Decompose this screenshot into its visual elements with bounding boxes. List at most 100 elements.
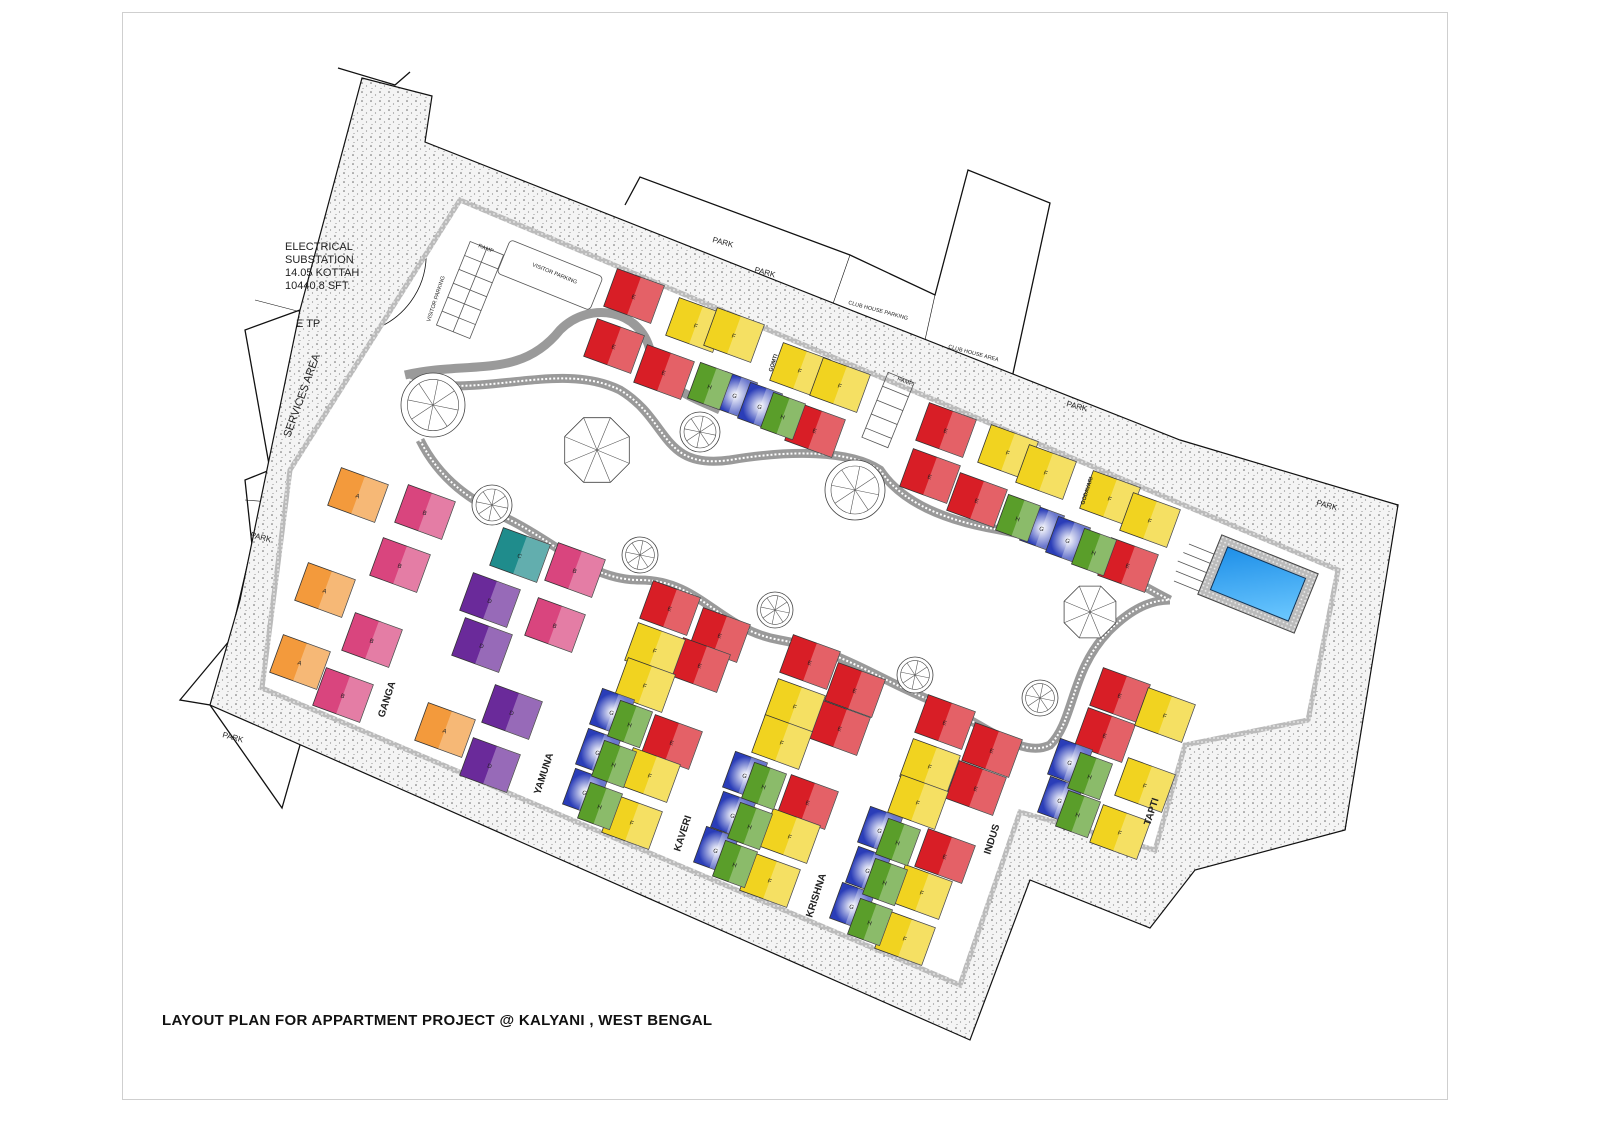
building-shading [625,803,663,850]
building-footprint [779,634,841,690]
building-shading [657,353,695,400]
unit-type-label: E [806,660,812,667]
swimming-pool [1197,534,1319,634]
unit-type-label: H [731,862,737,869]
building-unit-e: E [639,580,701,636]
unit-type-label: E [696,663,702,670]
block-indus: INDUS [982,823,1002,856]
building-shading [548,606,586,653]
unit-type-label: E [1101,733,1107,740]
building-footprint [875,817,921,867]
building-footprint [687,361,733,411]
building-footprint [1071,527,1117,577]
building-footprint [269,634,331,690]
unit-type-label: B [571,568,577,575]
building-footprint [712,839,758,889]
building-unit-b: B [544,542,606,598]
building-shading [801,783,839,830]
unit-type-label: F [902,936,908,943]
building-shading [483,581,521,628]
building-footprint [751,714,813,770]
unit-type-label: F [731,333,737,340]
building-unit-c: C [489,527,551,583]
building-unit-d: D [459,737,521,793]
unit-type-label: G [594,750,601,757]
unit-type-label: H [626,722,632,729]
unit-type-label: A [354,493,360,500]
gazebo-icon [471,484,513,526]
park-label: PARK [711,235,734,249]
building-unit-h: H [591,739,637,789]
building-footprint [481,684,543,740]
unit-type-label: B [421,510,427,517]
building-footprint [294,562,356,618]
building-footprint [847,897,893,947]
building-shading [638,666,676,713]
building-shading [938,837,976,884]
building-unit-h: H [741,761,787,811]
building-footprint [703,307,765,363]
building-unit-h: H [1067,751,1113,801]
building-footprint [1089,804,1151,860]
unit-type-label: H [746,824,752,831]
unit-type-label: H [1074,812,1080,819]
building-shading [365,621,403,668]
building-unit-a: A [414,702,476,758]
unit-type-label: F [797,368,803,375]
unit-type-label: C [516,553,523,560]
building-unit-a: A [327,467,389,523]
building-footprint [369,537,431,593]
building-shading [1138,766,1176,813]
building-unit-h: H [687,361,733,411]
unit-type-label: F [1162,713,1168,720]
unit-type-label: F [837,383,843,390]
building-footprint [727,801,773,851]
unit-type-label: E [836,726,842,733]
building-shading [513,536,551,583]
park-label: PARK [221,730,244,744]
drawing-frame [122,12,1448,1100]
building-unit-e: E [633,344,695,400]
building-footprint [760,391,806,441]
building-shading [293,643,331,690]
unit-type-label: H [610,762,616,769]
unit-type-label: F [767,878,773,885]
building-shading [1087,534,1117,576]
gazebo-icon [679,411,721,453]
building-unit-a: A [269,634,331,690]
building-unit-e: E [914,828,976,884]
building-shading [878,864,908,906]
building-shading [607,327,645,374]
building-unit-e: E [779,634,841,690]
unit-type-label: D [486,763,493,770]
building-shading [915,873,953,920]
building-footprint [591,739,637,789]
building-unit-b: B [341,612,403,668]
substation-area: 14.05 KOTTAH [285,267,359,279]
block-yamuna: YAMUNA [532,752,556,796]
building-unit-a: A [294,562,356,618]
ramp-label: RAMP [477,243,494,255]
unit-type-label: B [339,693,345,700]
building-footprint [1015,444,1077,500]
unit-type-label: F [792,704,798,711]
building-shading [833,366,871,413]
unit-type-label: H [866,920,872,927]
unit-type-label: E [942,428,948,435]
unit-type-label: G [756,404,763,411]
building-footprint [327,467,389,523]
building-shading [393,546,431,593]
unit-type-label: E [811,428,817,435]
building-shading [891,824,921,866]
unit-type-label: G [876,828,883,835]
building-shading [663,589,701,636]
unit-type-label: B [396,563,402,570]
building-shading [627,277,665,324]
building-unit-f: F [703,307,765,363]
etp-label: E TP [296,318,320,330]
building-shading [970,481,1008,528]
building-unit-f: F [809,357,871,413]
umbrella-icon [1063,585,1117,639]
building-shading [763,861,801,908]
